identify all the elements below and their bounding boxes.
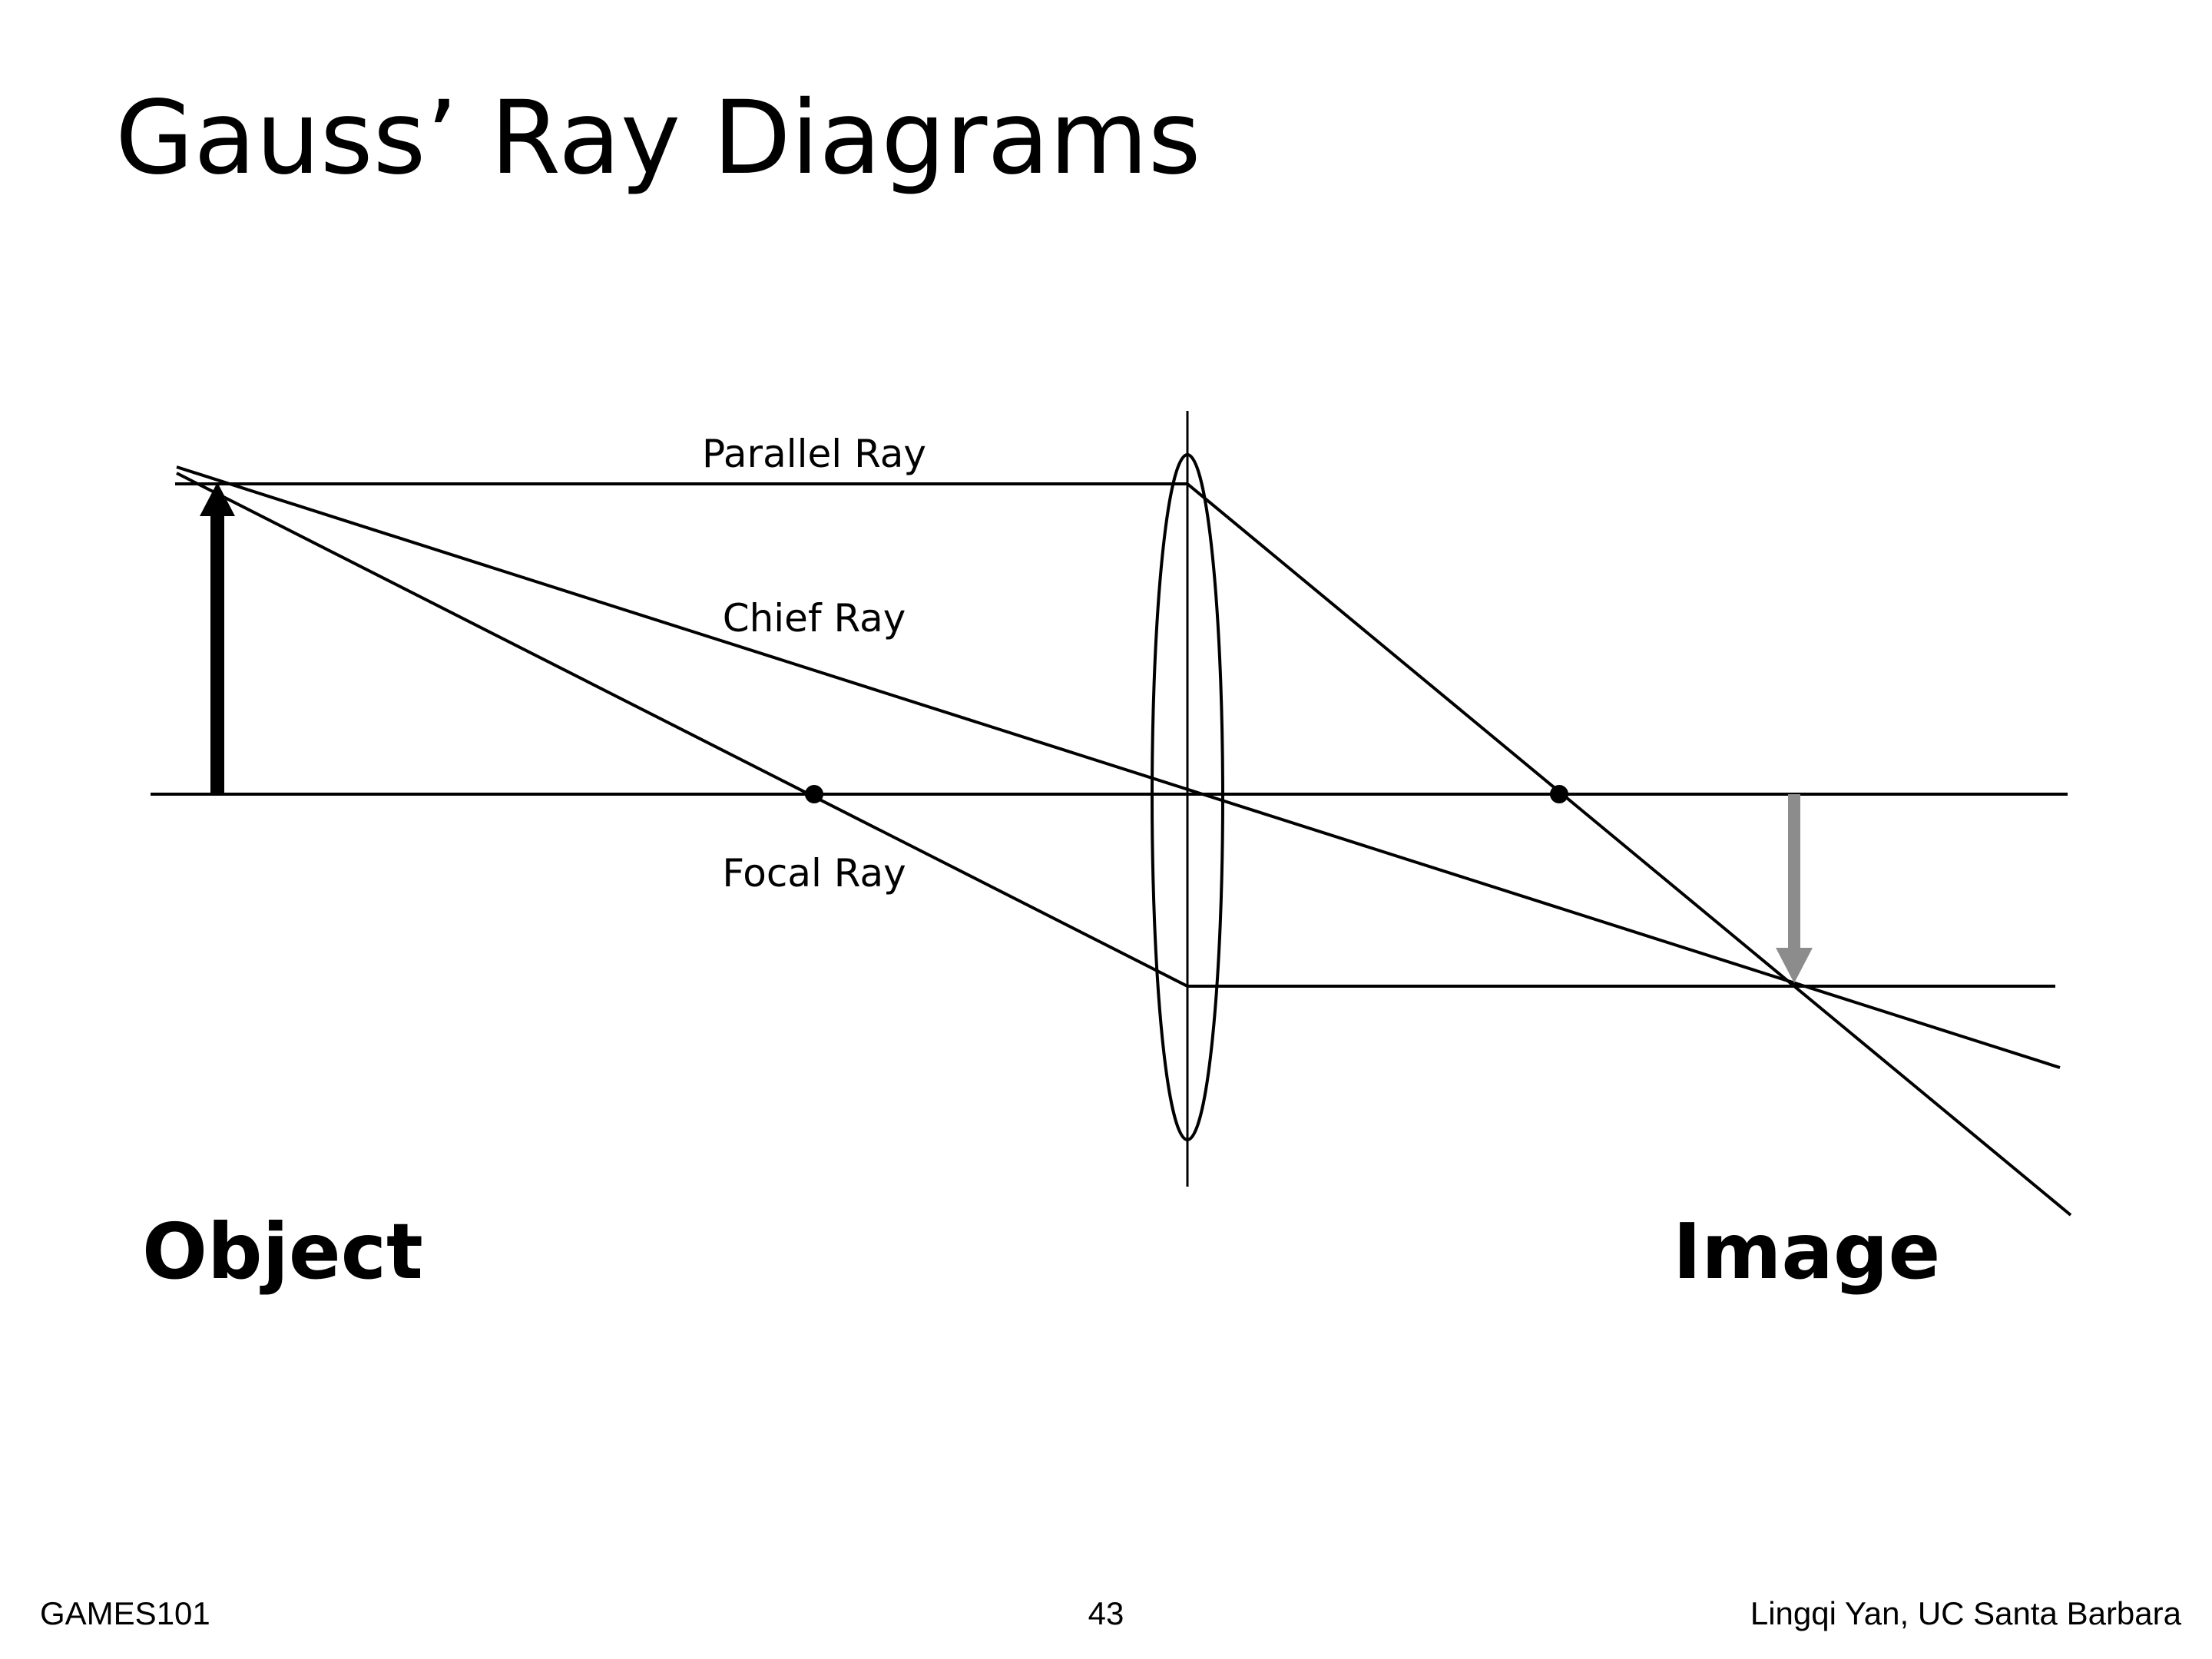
focal-ray-label: Focal Ray: [722, 851, 906, 896]
footer-course: GAMES101: [40, 1595, 210, 1631]
lens: [1151, 453, 1224, 1141]
image-arrow-head: [1776, 948, 1813, 983]
near-focal-point: [805, 785, 823, 803]
slide-title: Gauss’ Ray Diagrams: [115, 79, 1201, 197]
parallel-ray-label: Parallel Ray: [702, 432, 926, 476]
object-caption: Object: [142, 1207, 423, 1296]
footer-author: Lingqi Yan, UC Santa Barbara: [1750, 1595, 2181, 1631]
parallel-ray: [175, 482, 2072, 1217]
focal-ray: [176, 472, 2055, 988]
footer-page-number: 43: [1088, 1595, 1124, 1631]
chief-ray-line: [176, 465, 2061, 1069]
far-focal-point: [1550, 785, 1568, 803]
image-caption: Image: [1673, 1207, 1941, 1296]
object-arrow-head: [200, 482, 235, 516]
chief-ray-label: Chief Ray: [723, 596, 906, 641]
